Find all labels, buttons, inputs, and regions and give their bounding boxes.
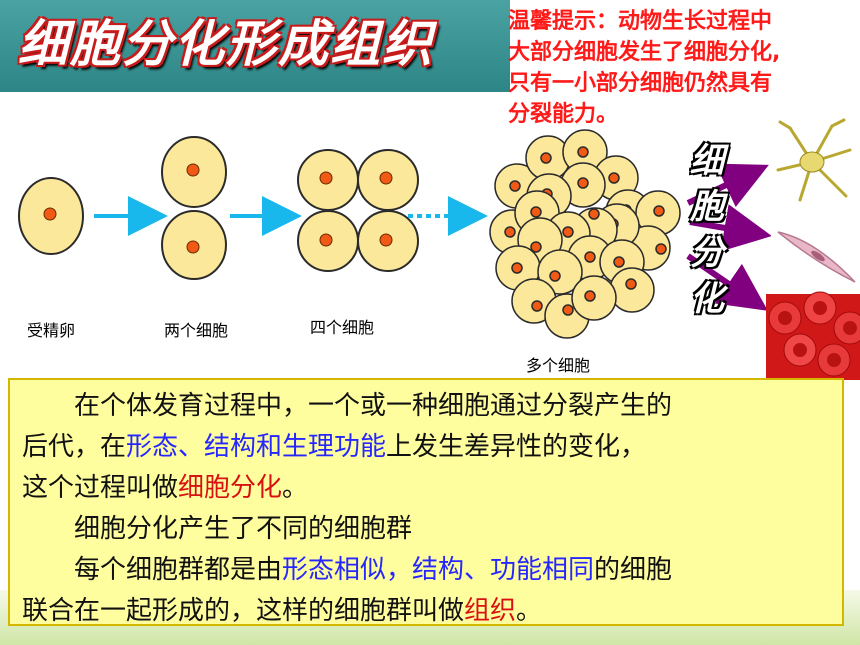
label-two-cells: 两个细胞 [164,321,229,340]
page-title: 细胞分化形成组织 [18,14,434,73]
fertilized-egg-cell [18,177,84,255]
paragraph-line: 在个体发育过程中，一个或一种细胞通过分裂产生的 [74,391,673,421]
paragraph-line: 细胞分化产生了不同的细胞群 [74,514,413,544]
label-four-cells: 四个细胞 [310,318,375,337]
text-run: 上发生差异性的变化， [386,432,647,462]
text-run: 。 [516,596,543,626]
differentiation-arrows [686,163,772,311]
vertical-char: 细 [690,141,724,181]
text-run: 后代，在 [22,432,127,462]
muscle-cell-image [771,210,860,292]
hint-line: 温馨提示：动物生长过程中 [508,9,773,34]
red-blood-cell-image [766,291,860,380]
definition-textbox: 在个体发育过程中，一个或一种细胞通过分裂产生的 后代，在形态、结构和生理功能上发… [8,378,844,626]
paragraph-line: 联合在一起形成的，这样的细胞群叫做组织。 [22,591,832,632]
hint-line: 分裂能力。 [508,102,619,127]
vertical-char: 化 [690,279,724,319]
paragraph-line: 后代，在形态、结构和生理功能上发生差异性的变化， [22,427,832,468]
text-run: 这个过程叫做 [22,473,179,503]
keyword-similar-form: 形态相似，结构、功能相同 [282,555,595,585]
text-run: 每个细胞群都是由 [74,555,283,585]
paragraph-line: 这个过程叫做细胞分化。 [22,468,832,509]
cell-differentiation-vertical-label: 细 胞 分 化 [684,138,730,322]
label-many-cells: 多个细胞 [526,356,591,375]
many-cells-cluster [489,129,681,339]
hint-line: 只有一小部分细胞仍然具有 [508,71,773,96]
nerve-cell-image [771,118,860,204]
paragraph-line: 每个细胞群都是由形态相似，结构、功能相同的细胞 [22,550,832,591]
keyword-cell-differentiation: 细胞分化 [178,473,283,503]
label-fertilized-egg: 受精卵 [27,321,76,340]
two-cells [161,136,227,280]
title-banner: 细胞分化形成组织 [0,0,510,92]
keyword-morphology: 形态、结构和生理功能 [126,432,387,462]
vertical-char: 分 [690,233,724,273]
vertical-char: 胞 [690,187,724,227]
four-cells [297,149,419,272]
text-run: 。 [282,473,309,503]
keyword-tissue: 组织 [464,596,517,626]
text-run: 联合在一起形成的，这样的细胞群叫做 [22,596,465,626]
text-run: 的细胞 [594,555,673,585]
hint-text: 温馨提示：动物生长过程中 大部分细胞发生了细胞分化, 只有一小部分细胞仍然具有 … [508,6,860,130]
cell-division-diagram [18,118,860,380]
hint-line: 大部分细胞发生了细胞分化, [508,40,781,65]
